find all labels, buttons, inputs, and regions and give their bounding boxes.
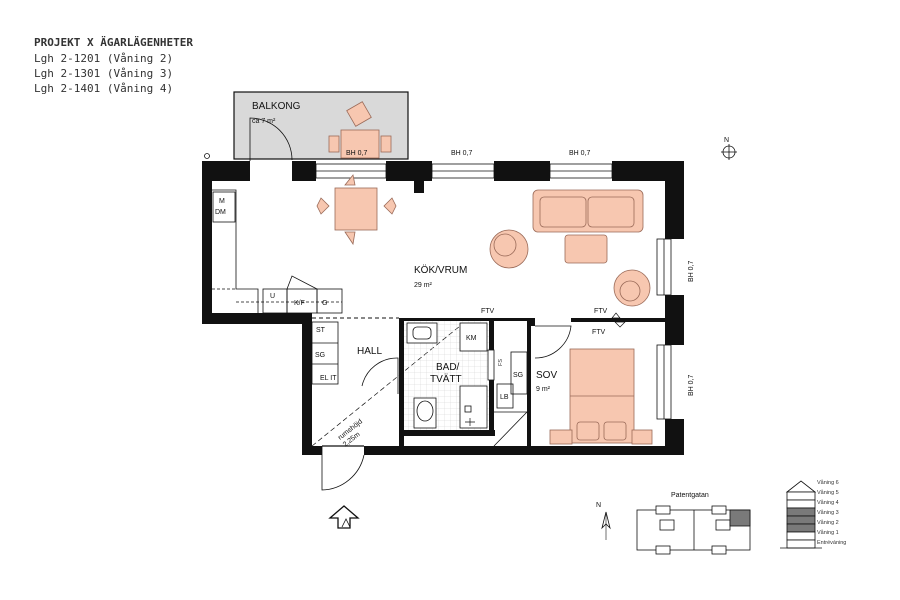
bedroom-closet-label: SG [513, 372, 523, 379]
armchair-1 [489, 229, 529, 269]
bath-label-2: TVÄTT [430, 373, 462, 385]
freezer-label: G [322, 300, 327, 307]
window-bh-label-2: BH 0,7 [569, 150, 591, 157]
wardrobe-label: ST [316, 327, 326, 334]
corridor-closets [493, 351, 528, 447]
unit-line-3: Lgh 2-1401 (Våning 4) [34, 82, 174, 95]
compass-north-label: N [724, 137, 729, 144]
ftv-label-2: FTV [594, 308, 608, 315]
bedroom-door-swing [534, 325, 572, 359]
floor-drain-icon [464, 405, 472, 413]
building-section [780, 480, 822, 549]
floor-2-label: Våning 2 [817, 519, 839, 526]
bath-fixtures [406, 322, 495, 429]
hall-label: HALL [357, 346, 382, 357]
hall-door-swing [361, 357, 399, 394]
closet-label: SG [315, 352, 325, 359]
balcony-label: BALKONG [252, 101, 301, 112]
fs-label: FS [498, 359, 504, 366]
floor-3-label: Våning 3 [817, 509, 839, 516]
dining-set [316, 174, 397, 246]
bed [549, 348, 653, 445]
exterior-walls [202, 161, 684, 455]
balcony-area-label: ca 7 m² [252, 118, 276, 125]
window-bh-label-4: BH 0,7 [688, 374, 695, 396]
kitchen-counter [212, 189, 343, 314]
balcony-bh-label: BH 0,7 [346, 150, 368, 157]
entrance-door-swing [321, 446, 365, 491]
linen-closet-label: LB [500, 394, 509, 401]
compass-icon [721, 144, 737, 160]
electrical-label: EL IT [320, 375, 337, 382]
microwave-label: M [219, 198, 225, 205]
site-compass-icon [601, 511, 611, 540]
armchair-2 [613, 269, 651, 307]
bedroom-label: SOV [536, 370, 557, 381]
window-bh-label-1: BH 0,7 [451, 150, 473, 157]
kitchen-living-label: KÖK/VRUM [414, 264, 467, 276]
floor-6-label: Våning 6 [817, 479, 839, 486]
unit-line-2: Lgh 2-1301 (Våning 3) [34, 67, 174, 80]
floor-4-label: Våning 4 [817, 499, 839, 506]
hall-closets [311, 321, 339, 385]
windows [315, 163, 672, 420]
corner-marker [204, 153, 210, 159]
entrance-arrow-inner [341, 518, 351, 528]
unit-line-1: Lgh 2-1201 (Våning 2) [34, 52, 174, 65]
ftv-vent-icon [611, 312, 621, 319]
bath-label-1: BAD/ [436, 362, 460, 373]
entrance-arrow-icon [328, 505, 360, 529]
bedroom-area: 9 m² [536, 386, 551, 393]
street-name: Patentgatan [671, 492, 709, 499]
site-highlight-unit [729, 509, 751, 527]
coffee-table [564, 234, 608, 264]
ftv-vent-icon-2 [614, 321, 626, 328]
entrance-floor-label: Entréváning [817, 540, 846, 546]
site-north-label: N [596, 502, 601, 509]
washer-label: KM [466, 335, 477, 342]
balcony-dining-set [328, 101, 392, 159]
balcony-door-swing [249, 117, 293, 161]
bath-vent-icon [465, 418, 475, 426]
window-bh-label-3: BH 0,7 [688, 260, 695, 282]
project-title: PROJEKT X ÄGARLÄGENHETER [34, 36, 193, 49]
oven-label: U [270, 293, 275, 300]
ftv-label-1: FTV [481, 308, 495, 315]
sofa [532, 189, 644, 233]
fridge-freezer-label: K/F [294, 300, 305, 307]
dishwasher-label: DM [215, 209, 226, 216]
floor-1-label: Våning 1 [817, 529, 839, 536]
ftv-label-3: FTV [592, 329, 606, 336]
kitchen-living-area: 29 m² [414, 282, 433, 289]
floor-5-label: Våning 5 [817, 489, 839, 496]
